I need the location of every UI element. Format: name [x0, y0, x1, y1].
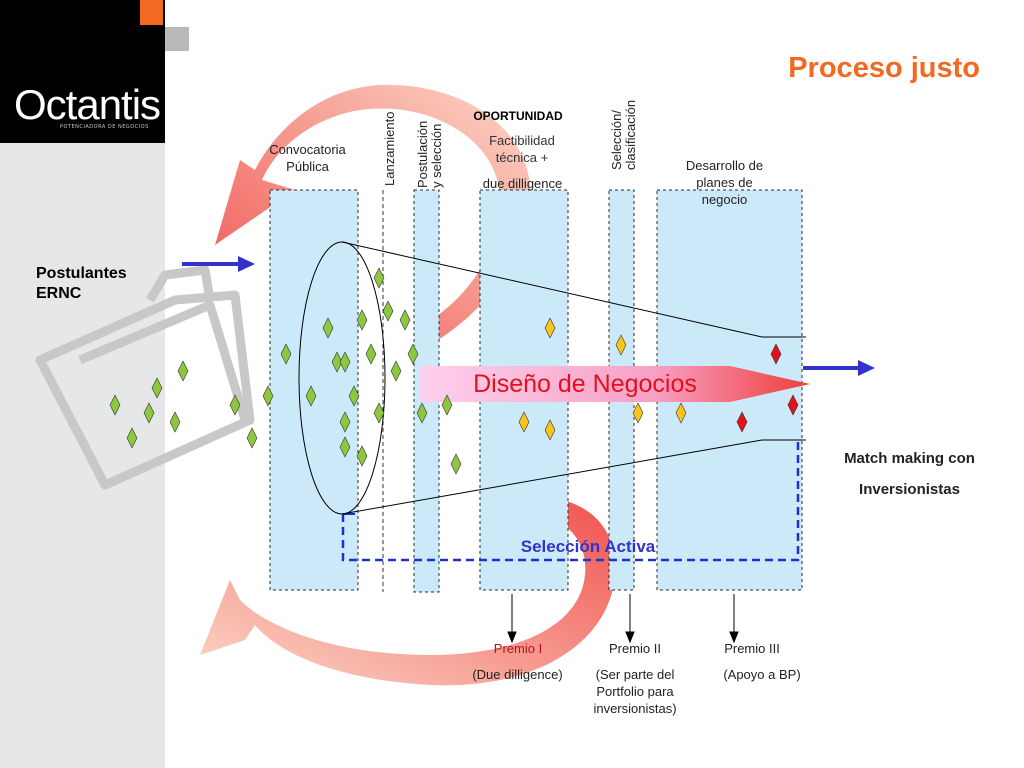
green-diamond	[144, 403, 154, 423]
green-diamond	[451, 454, 461, 474]
premio-1-desc: (Due dilligence)	[470, 666, 565, 683]
blue-arrow-out	[803, 360, 875, 376]
label-postulacion: Postulación y selección	[416, 118, 462, 188]
premio-1-title: Premio I	[468, 640, 568, 657]
panel-convocatoria	[270, 190, 358, 590]
label-postulantes: Postulantes ERNC	[36, 264, 156, 304]
label-inversionistas: Inversionistas	[812, 481, 1007, 498]
green-diamond	[170, 412, 180, 432]
green-diamond	[127, 428, 137, 448]
label-factibilidad: Factibilidad técnica +	[472, 132, 572, 166]
green-diamond	[383, 301, 393, 321]
premio-2-desc: (Ser parte del Portfolio para inversioni…	[575, 666, 695, 717]
green-diamond	[391, 361, 401, 381]
green-diamond	[110, 395, 120, 415]
premio-2-title: Premio II	[585, 640, 685, 657]
label-match-making: Match making con	[812, 450, 1007, 467]
label-seleccion-activa: Selección Activa	[488, 537, 688, 557]
label-oportunidad: OPORTUNIDAD	[468, 108, 568, 125]
label-convocatoria: Convocatoria Pública	[255, 141, 360, 175]
label-diseno-negocios: Diseño de Negocios	[440, 368, 730, 400]
green-diamond	[152, 378, 162, 398]
premio-3-title: Premio III	[702, 640, 802, 657]
green-diamond	[374, 403, 384, 423]
green-diamond	[400, 310, 410, 330]
label-seleccion-clasificacion: Selección/ clasificación	[610, 88, 640, 170]
premio-3-desc: (Apoyo a BP)	[702, 666, 822, 683]
green-diamond	[366, 344, 376, 364]
label-lanzamiento: Lanzamiento	[383, 104, 413, 186]
label-due-diligence: due dilligence	[465, 175, 580, 192]
green-diamond	[178, 361, 188, 381]
label-desarrollo: Desarrollo de planes de negocio	[672, 157, 777, 208]
green-diamond	[247, 428, 257, 448]
